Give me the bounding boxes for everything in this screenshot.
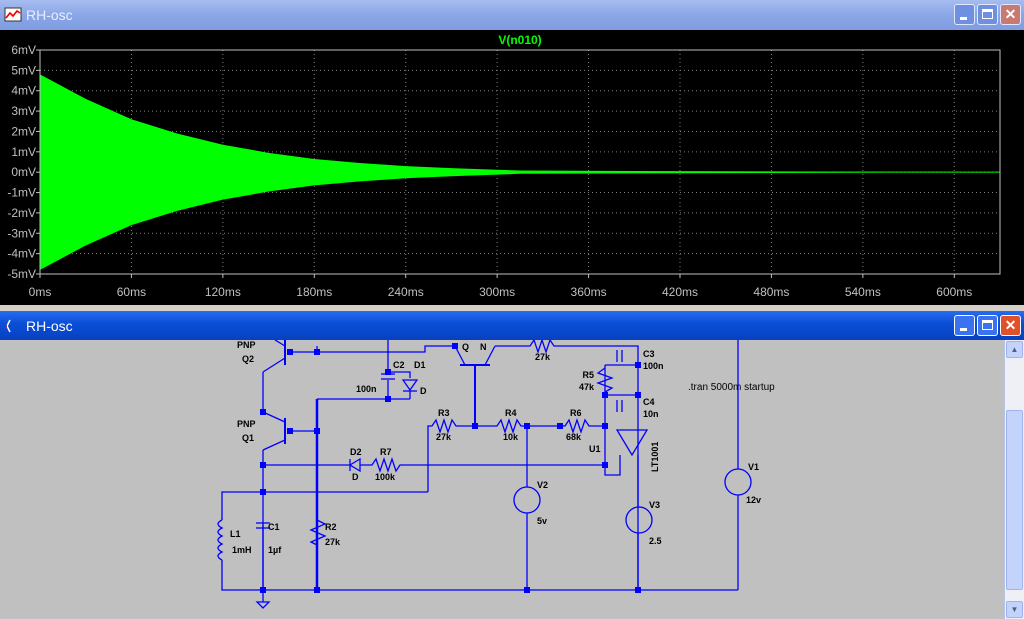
label-u1-value: LT1001 — [650, 442, 660, 472]
close-icon: ✕ — [1004, 317, 1017, 333]
label-r3: R3 — [438, 408, 450, 418]
label-c1: C1 — [268, 522, 280, 532]
label-q1-type: PNP — [237, 419, 256, 429]
minimize-icon — [960, 328, 967, 331]
y-tick-label: -1mV — [7, 186, 36, 200]
label-c4: C4 — [643, 397, 655, 407]
vertical-scrollbar[interactable]: ▲ ▼ — [1004, 340, 1024, 619]
label-v3: V3 — [649, 500, 660, 510]
label-d2-value: D — [352, 472, 359, 482]
schematic-icon — [5, 319, 11, 333]
window-title: RH-osc — [26, 318, 73, 334]
maximize-icon — [982, 9, 993, 19]
label-q1: Q1 — [242, 433, 254, 443]
wires — [217, 340, 752, 609]
waveform-titlebar[interactable]: RH-osc ✕ — [0, 0, 1024, 30]
x-tick-label: 0ms — [29, 285, 52, 299]
junction-nodes — [260, 343, 641, 593]
y-tick-label: 6mV — [11, 43, 36, 57]
y-tick-label: -3mV — [7, 226, 36, 240]
y-tick-label: -5mV — [7, 267, 36, 281]
x-tick-label: 420ms — [662, 285, 698, 299]
label-r5: R5 — [582, 370, 594, 380]
x-tick-label: 60ms — [117, 285, 146, 299]
label-d2: D2 — [350, 447, 362, 457]
label-r2: R2 — [325, 522, 337, 532]
label-q3-extra: N — [480, 342, 487, 352]
y-tick-label: 3mV — [11, 104, 36, 118]
close-button[interactable]: ✕ — [1000, 315, 1021, 336]
label-r4-value: 10k — [503, 432, 519, 442]
minimize-button[interactable] — [954, 4, 975, 25]
schematic-titlebar[interactable]: RH-osc ✕ — [0, 311, 1024, 341]
maximize-button[interactable] — [977, 315, 998, 336]
maximize-button[interactable] — [977, 4, 998, 25]
x-tick-label: 480ms — [753, 285, 789, 299]
label-l1-value: 1mH — [232, 545, 252, 555]
label-r3-value: 27k — [436, 432, 452, 442]
y-tick-label: 5mV — [11, 63, 36, 77]
x-tick-label: 300ms — [479, 285, 515, 299]
waveform-window: RH-osc ✕ V(n010) 6mV 5mV 4mV 3mV 2mV 1mV 0mV -1… — [0, 0, 1024, 305]
label-v1-value: 12v — [746, 495, 761, 505]
y-tick-label: -2mV — [7, 206, 36, 220]
waveform-icon — [4, 7, 22, 22]
maximize-icon — [982, 320, 993, 330]
label-v3-value: 2.5 — [649, 536, 662, 546]
minimize-icon — [960, 17, 967, 20]
label-d1-value: D — [420, 386, 427, 396]
label-r6-value: 68k — [566, 432, 582, 442]
y-tick-label: 2mV — [11, 124, 36, 138]
label-r7-value: 100k — [375, 472, 396, 482]
close-icon: ✕ — [1004, 6, 1017, 22]
scroll-down-button[interactable]: ▼ — [1006, 601, 1023, 618]
scroll-up-button[interactable]: ▲ — [1006, 341, 1023, 358]
y-tick-label: -4mV — [7, 247, 36, 261]
label-v2: V2 — [537, 480, 548, 490]
close-button[interactable]: ✕ — [1000, 4, 1021, 25]
x-tick-label: 240ms — [388, 285, 424, 299]
y-tick-label: 4mV — [11, 84, 36, 98]
label-c3: C3 — [643, 349, 655, 359]
label-r6: R6 — [570, 408, 582, 418]
y-tick-label: 0mV — [11, 165, 36, 179]
label-q3: Q — [462, 342, 469, 352]
x-tick-label: 540ms — [845, 285, 881, 299]
label-r2-value: 27k — [325, 537, 341, 547]
schematic-canvas[interactable]: PNP Q2 PNP Q1 C2 100n D1 D Q N 27k C3 10… — [0, 340, 1004, 619]
label-c2: C2 — [393, 360, 405, 370]
label-q2: Q2 — [242, 354, 254, 364]
x-tick-label: 180ms — [296, 285, 332, 299]
plot-frame — [39, 49, 1001, 275]
label-c1-value: 1µf — [268, 545, 282, 555]
scroll-thumb[interactable] — [1006, 410, 1023, 590]
y-tick-label: 1mV — [11, 145, 36, 159]
label-c2-value: 100n — [356, 384, 377, 394]
label-v2-value: 5v — [537, 516, 547, 526]
label-u1: U1 — [589, 444, 601, 454]
label-r4: R4 — [505, 408, 517, 418]
label-r7: R7 — [380, 447, 392, 457]
label-q2-type: PNP — [237, 340, 256, 350]
schematic-window: RH-osc ✕ — [0, 309, 1024, 619]
label-c4-value: 10n — [643, 409, 659, 419]
x-tick-label: 360ms — [571, 285, 607, 299]
chart-title: V(n010) — [498, 33, 541, 47]
waveform-plot[interactable]: V(n010) 6mV 5mV 4mV 3mV 2mV 1mV 0mV -1mV -2mV -3m… — [0, 30, 1024, 302]
label-v1: V1 — [748, 462, 759, 472]
spice-directive[interactable]: .tran 5000m startup — [688, 382, 775, 393]
x-tick-label: 600ms — [936, 285, 972, 299]
x-tick-label: 120ms — [205, 285, 241, 299]
window-title: RH-osc — [26, 7, 73, 23]
label-c3-value: 100n — [643, 361, 664, 371]
label-r5-value: 47k — [579, 382, 595, 392]
label-d1: D1 — [414, 360, 426, 370]
label-l1: L1 — [230, 529, 241, 539]
label-rtop-value: 27k — [535, 352, 551, 362]
minimize-button[interactable] — [954, 315, 975, 336]
